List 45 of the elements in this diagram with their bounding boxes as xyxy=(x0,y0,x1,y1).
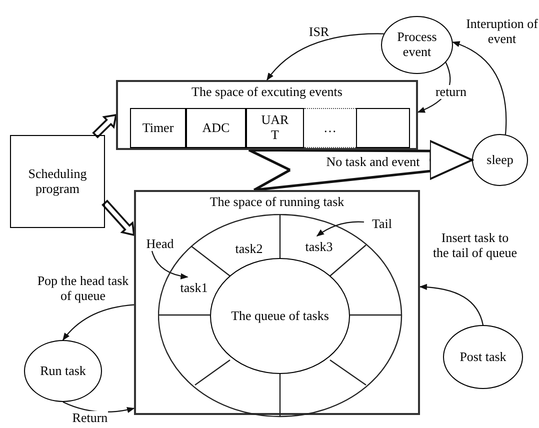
node-text: Tail xyxy=(372,216,392,232)
edge-label: Return xyxy=(72,410,108,426)
hollow-arrow xyxy=(102,200,136,236)
process-circle xyxy=(381,16,453,74)
leader-arrow xyxy=(316,221,364,236)
node-text: … xyxy=(324,120,336,136)
arrow xyxy=(62,304,134,341)
hollow-arrow xyxy=(252,140,474,192)
node-text: Head xyxy=(146,236,174,252)
program-box xyxy=(10,135,105,228)
node-text: task2 xyxy=(235,242,263,256)
space-box xyxy=(116,80,418,150)
node-text: Run task xyxy=(40,364,86,378)
process-circle xyxy=(443,325,523,389)
module-cell xyxy=(130,108,186,148)
node-text: Timer xyxy=(142,120,174,136)
edge-label: No task and event xyxy=(326,154,420,170)
leader-arrow xyxy=(151,250,188,280)
node-text: Post task xyxy=(460,350,506,364)
node-text: Process event xyxy=(396,30,438,60)
arrow xyxy=(419,284,484,326)
node-text: sleep xyxy=(486,152,514,168)
node-text: Scheduling program xyxy=(27,166,88,196)
edge-label: Insert task to the tail of queue xyxy=(432,231,518,261)
arrow xyxy=(266,33,384,81)
edge-label: ISR xyxy=(308,24,330,40)
space-box xyxy=(134,190,420,415)
node-text: task3 xyxy=(305,240,333,254)
node-text: The space of excuting events xyxy=(192,85,342,100)
empty-cell xyxy=(356,108,410,148)
node-text: The space of running task xyxy=(210,195,344,210)
hollow-arrow xyxy=(92,114,118,138)
node-text: ADC xyxy=(202,120,230,136)
edge-label: Interuption of event xyxy=(466,17,538,47)
node-text: task1 xyxy=(180,280,208,296)
arrow xyxy=(452,42,507,135)
node-text: The queue of tasks xyxy=(231,308,329,324)
state-circle xyxy=(472,134,528,186)
node-text: UART xyxy=(261,113,289,143)
module-cell xyxy=(246,108,304,148)
queue-circle xyxy=(210,258,350,374)
module-cell xyxy=(304,108,356,148)
process-circle xyxy=(24,340,102,402)
edge-label: return xyxy=(435,84,467,100)
module-cell xyxy=(186,108,246,148)
